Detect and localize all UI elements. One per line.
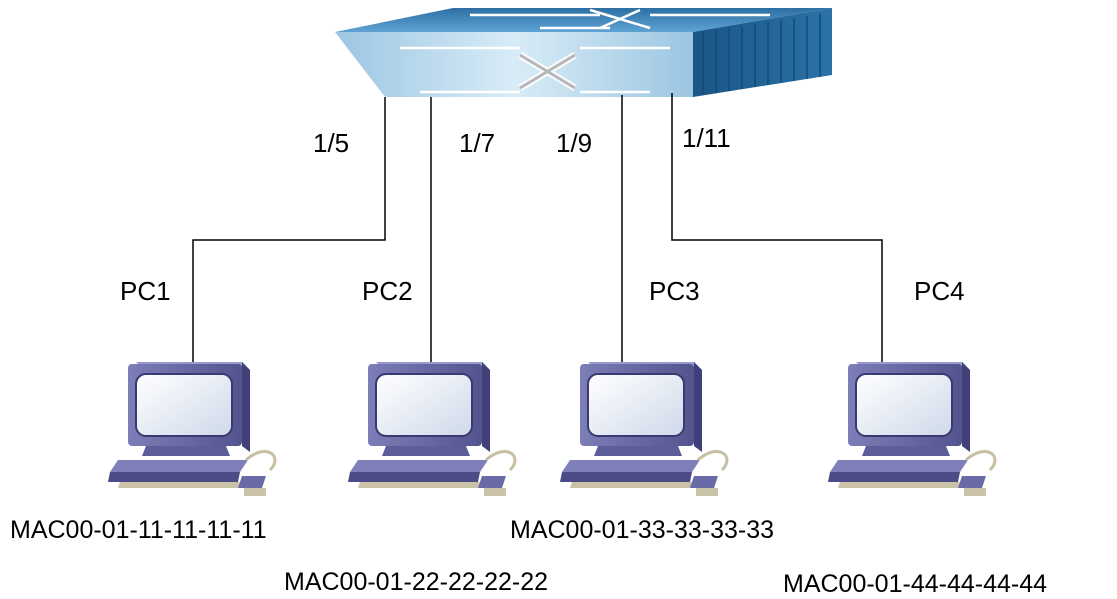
port-label-1-5: 1/5 [313, 128, 350, 158]
pc-label-pc2: PC2 [362, 276, 413, 306]
computer-icon [108, 362, 277, 496]
cable-pc1 [192, 97, 386, 365]
computer-icon [348, 362, 517, 496]
switch-icon [335, 8, 832, 97]
port-label-1-11: 1/11 [682, 123, 731, 153]
mac-label-pc2: MAC00-01-22-22-22-22 [284, 568, 549, 596]
mac-label-pc3: MAC00-01-33-33-33-33 [510, 516, 775, 544]
cables [192, 93, 883, 365]
port-label-1-7: 1/7 [459, 128, 496, 158]
pc-label-pc4: PC4 [914, 276, 965, 306]
computer-icon [560, 362, 729, 496]
port-label-1-9: 1/9 [556, 128, 593, 158]
mac-label-pc4: MAC00-01-44-44-44-44 [783, 570, 1048, 598]
pc-label-pc1: PC1 [120, 276, 171, 306]
computer-icon [828, 362, 997, 496]
cable-pc4 [671, 93, 883, 365]
mac-label-pc1: MAC00-01-11-11-11-11 [10, 516, 267, 544]
pc-label-pc3: PC3 [649, 276, 700, 306]
